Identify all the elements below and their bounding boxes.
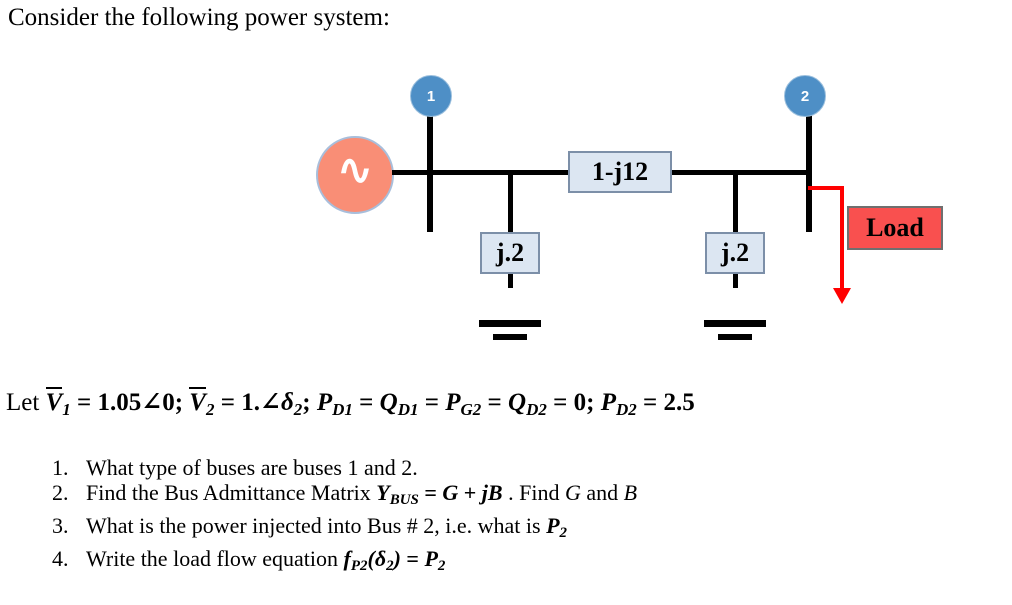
question-text-3: What is the power injected into Bus # 2,… xyxy=(86,513,992,546)
delta-subscript-q4: 2 xyxy=(386,558,394,575)
sep-2: ; xyxy=(302,389,311,416)
pg2-subscript: G2 xyxy=(460,399,482,419)
eq-4: = xyxy=(424,389,439,416)
pd2-symbol: P xyxy=(600,389,616,416)
delta-subscript-given: 2 xyxy=(293,399,303,419)
q2-plus: + xyxy=(463,480,477,505)
load-arrow-vertical xyxy=(840,186,844,290)
v1-value: 1.05∠0 xyxy=(97,389,175,416)
ground-bar-wide-2 xyxy=(704,320,766,327)
qd2-subscript: D2 xyxy=(526,399,547,419)
page-title: Consider the following power system: xyxy=(8,4,390,31)
question-list: 1. What type of buses are buses 1 and 2.… xyxy=(52,455,992,580)
q2-equals: = xyxy=(424,480,437,505)
ybus-symbol: Y xyxy=(376,480,390,505)
question-number-3: 3. xyxy=(52,513,69,539)
question-item-4: 4. Write the load flow equation fP2(δ2) … xyxy=(52,546,992,579)
eq-2: = xyxy=(220,389,235,416)
pd1-subscript: D1 xyxy=(332,399,353,419)
zero-value: 0 xyxy=(573,389,587,416)
sep-3: ; xyxy=(586,389,595,416)
p2-symbol-q4: P xyxy=(424,546,438,572)
pd2-subscript: D2 xyxy=(616,399,637,419)
qd1-symbol: Q xyxy=(379,389,398,416)
bus-badge-2: 2 xyxy=(784,75,826,117)
eq-7: = xyxy=(643,389,658,416)
q4-open-paren: ( xyxy=(367,546,375,572)
load-arrow-horizontal xyxy=(808,186,844,190)
eq-3: = xyxy=(359,389,374,416)
bus-badge-1: 1 xyxy=(410,75,452,117)
pd2-value: 2.5 xyxy=(663,389,695,416)
pg2-symbol: P xyxy=(445,389,461,416)
bus-label-2: 2 xyxy=(800,87,810,105)
sep-1: ; xyxy=(174,389,184,416)
v1-symbol: V xyxy=(45,387,63,416)
load-box: Load xyxy=(847,206,943,250)
question-number-2: 2. xyxy=(52,480,69,505)
ac-source-icon: ∿ xyxy=(337,146,373,193)
pd1-symbol: P xyxy=(316,389,333,416)
ac-generator-symbol: ∿ xyxy=(316,136,394,214)
bus-label-1: 1 xyxy=(426,87,436,105)
j-bold-symbol: j xyxy=(481,480,488,505)
q4-lead: Write the load flow equation xyxy=(86,546,339,572)
eq-5: = xyxy=(487,389,502,416)
question-number-4: 4. xyxy=(52,546,69,572)
wire-shunt-2 xyxy=(733,170,738,288)
load-arrow-head-icon xyxy=(833,288,851,304)
eq-1: = xyxy=(77,389,92,416)
b-bold-symbol: B xyxy=(487,480,503,505)
shunt-impedance-box-2: j.2 xyxy=(705,232,765,274)
v2-subscript: 2 xyxy=(205,399,215,419)
shunt-impedance-label-1: j.2 xyxy=(495,238,525,267)
line-impedance-label: 1-j12 xyxy=(591,157,649,186)
ground-bar-narrow-1 xyxy=(493,334,527,340)
g-italic-symbol: G xyxy=(564,480,581,505)
q3-lead: What is the power injected into Bus # 2,… xyxy=(86,513,541,539)
q2-tail: . Find xyxy=(508,480,560,505)
qd1-subscript: D1 xyxy=(397,399,419,419)
q2-lead: Find the Bus Admittance Matrix xyxy=(86,480,371,505)
busbar-1 xyxy=(427,108,433,232)
v2-symbol: V xyxy=(189,387,206,416)
given-prefix: Let xyxy=(6,389,40,416)
busbar-2 xyxy=(806,108,812,232)
qd2-symbol: Q xyxy=(508,389,527,416)
wire-shunt-1 xyxy=(508,170,513,288)
question-text-4: Write the load flow equation fP2(δ2) = P… xyxy=(86,546,992,579)
shunt-impedance-box-1: j.2 xyxy=(480,232,540,274)
line-impedance-box: 1-j12 xyxy=(568,151,672,193)
question-text-1: What type of buses are buses 1 and 2. xyxy=(86,455,418,480)
question-text-2: Find the Bus Admittance Matrix YBUS = G … xyxy=(86,480,992,513)
ground-bar-narrow-2 xyxy=(718,334,752,340)
f-subscript: P2 xyxy=(350,558,368,575)
p2-symbol-q3: P xyxy=(546,513,560,539)
delta-symbol-given: δ xyxy=(280,389,294,416)
q4-close-paren: ) xyxy=(393,546,401,572)
wire-linebox-to-bus2 xyxy=(672,170,812,175)
v2-value: 1.∠ xyxy=(241,389,281,416)
question-number-1: 1. xyxy=(52,455,69,480)
question-item-2: 2. Find the Bus Admittance Matrix YBUS =… xyxy=(52,480,992,513)
given-values-equation: Let V1 = 1.05∠0; V2 = 1.∠δ2; PD1 = QD1 =… xyxy=(6,385,695,427)
b-italic-symbol: B xyxy=(623,480,638,505)
f-symbol: f xyxy=(343,546,351,572)
q2-and: and xyxy=(586,480,619,505)
question-item-1: 1. What type of buses are buses 1 and 2. xyxy=(52,455,992,480)
q4-equals: = xyxy=(406,546,419,572)
load-label: Load xyxy=(866,213,924,242)
ybus-subscript: BUS xyxy=(389,492,419,509)
delta-symbol-q4: δ xyxy=(374,546,387,572)
eq-6: = xyxy=(553,389,568,416)
wire-gen-to-bus1 xyxy=(392,170,570,175)
v1-subscript: 1 xyxy=(62,399,71,419)
g-bold-symbol: G xyxy=(442,480,459,505)
p2-subscript-q3: 2 xyxy=(559,525,568,542)
p2-subscript-q4: 2 xyxy=(437,558,446,575)
ground-bar-wide-1 xyxy=(479,320,541,327)
shunt-impedance-label-2: j.2 xyxy=(720,238,750,267)
power-system-diagram: ∿ 1 2 1-j12 j.2 j.2 Load xyxy=(0,58,1012,358)
question-item-3: 3. What is the power injected into Bus #… xyxy=(52,513,992,546)
